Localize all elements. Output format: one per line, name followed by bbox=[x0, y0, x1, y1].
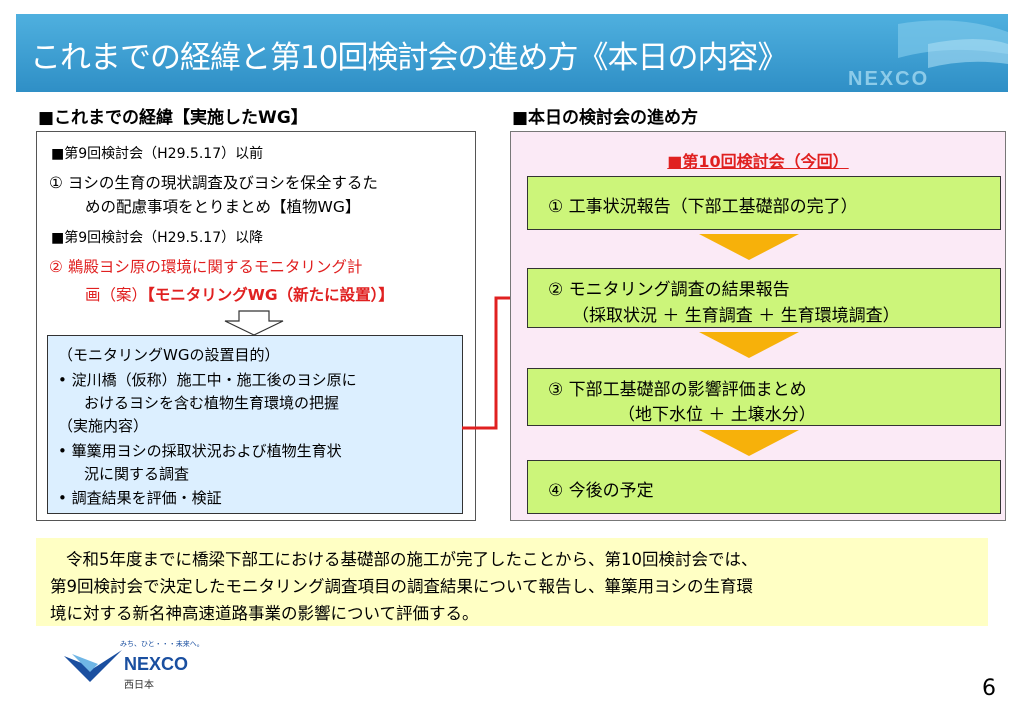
today-label: ■第10回検討会（今回） bbox=[511, 148, 1005, 172]
after-label: ■第9回検討会（H29.5.17）以降 bbox=[51, 230, 264, 246]
step3-line1: ③ 下部工基礎部の影響評価まとめ bbox=[548, 380, 807, 400]
purpose-bullet1-line2: おけるヨシを含む植物生育環境の把握 bbox=[84, 394, 340, 412]
agenda-step-2: ② モニタリング調査の結果報告 （採取状況 ＋ 生育調査 ＋ 生育環境調査） bbox=[527, 268, 1001, 328]
history-box: ■第9回検討会（H29.5.17）以前 ① ヨシの生育の現状調査及びヨシを保全す… bbox=[36, 131, 476, 521]
agenda-step-1: ① 工事状況報告（下部工基礎部の完了） bbox=[527, 176, 1001, 230]
summary-line1: 令和5年度までに橋梁下部工における基礎部の施工が完了したことから、第10回検討会… bbox=[66, 550, 758, 569]
logo-text: NEXCO bbox=[124, 654, 188, 674]
item1-line2: めの配慮事項をとりまとめ【植物WG】 bbox=[85, 198, 361, 216]
before-label: ■第9回検討会（H29.5.17）以前 bbox=[51, 146, 264, 162]
summary-line3: 境に対する新名神高速道路事業の影響について評価する。 bbox=[50, 604, 479, 623]
item2-plan-text: 画（案） bbox=[85, 286, 148, 304]
purpose-bullet2-line2: 況に関する調査 bbox=[84, 465, 190, 483]
step1-text: ① 工事状況報告（下部工基礎部の完了） bbox=[548, 197, 858, 217]
summary-line2: 第9回検討会で決定したモニタリング調査項目の調査結果について報告し、篳篥用ヨシの… bbox=[50, 577, 754, 596]
page-number: 6 bbox=[982, 676, 996, 701]
agenda-step-3: ③ 下部工基礎部の影響評価まとめ （地下水位 ＋ 土壌水分） bbox=[527, 368, 1001, 426]
nexco-header-logo: NEXCO bbox=[848, 20, 1008, 90]
purpose-title: （モニタリングWGの設置目的） bbox=[58, 346, 280, 364]
step-arrow-2 bbox=[699, 332, 799, 358]
purpose-bullet1-line1: • 淀川橋（仮称）施工中・施工後のヨシ原に bbox=[58, 371, 357, 389]
header-brand-text: NEXCO bbox=[848, 68, 929, 90]
item2-wg-text: 【モニタリングWG（新たに設置）】 bbox=[147, 286, 394, 304]
nexco-west-logo: みち、ひと・・・未来へ。 NEXCO 西日本 bbox=[64, 639, 204, 691]
step-arrow-1 bbox=[699, 234, 799, 260]
summary-box: 令和5年度までに橋梁下部工における基礎部の施工が完了したことから、第10回検討会… bbox=[36, 538, 988, 626]
purpose-box: （モニタリングWGの設置目的） • 淀川橋（仮称）施工中・施工後のヨシ原に おけ… bbox=[47, 335, 463, 514]
step3-line2: （地下水位 ＋ 土壌水分） bbox=[618, 405, 816, 425]
logo-tagline: みち、ひと・・・未来へ。 bbox=[120, 639, 204, 648]
item1-line1: ① ヨシの生育の現状調査及びヨシを保全するた bbox=[49, 174, 378, 192]
purpose-bullet2-line1: • 篳篥用ヨシの採取状況および植物生育状 bbox=[58, 442, 342, 460]
agenda-step-4: ④ 今後の予定 bbox=[527, 460, 1001, 514]
purpose-bullet3: • 調査結果を評価・検証 bbox=[58, 489, 222, 507]
title-bar: これまでの経緯と第10回検討会の進め方《本日の内容》 NEXCO bbox=[16, 14, 1008, 92]
item2-line1: ② 鵜殿ヨシ原の環境に関するモニタリング計 bbox=[49, 258, 363, 276]
page-title: これまでの経緯と第10回検討会の進め方《本日の内容》 bbox=[30, 40, 788, 76]
step-arrow-3 bbox=[699, 430, 799, 456]
today-label-text: ■第10回検討会（今回） bbox=[667, 152, 849, 171]
down-arrow-icon bbox=[224, 310, 284, 336]
content-title: （実施内容） bbox=[58, 417, 149, 435]
right-section-heading: ■本日の検討会の進め方 bbox=[512, 108, 699, 128]
item2-line2: 画（案）【モニタリングWG（新たに設置）】 bbox=[85, 286, 394, 304]
step2-line2: （採取状況 ＋ 生育調査 ＋ 生育環境調査） bbox=[572, 306, 900, 326]
logo-subtext: 西日本 bbox=[124, 678, 154, 691]
agenda-box: ■第10回検討会（今回） ① 工事状況報告（下部工基礎部の完了） ② モニタリン… bbox=[510, 131, 1006, 521]
step4-text: ④ 今後の予定 bbox=[548, 481, 654, 501]
step2-line1: ② モニタリング調査の結果報告 bbox=[548, 280, 790, 300]
left-section-heading: ■これまでの経緯【実施したWG】 bbox=[38, 108, 308, 128]
